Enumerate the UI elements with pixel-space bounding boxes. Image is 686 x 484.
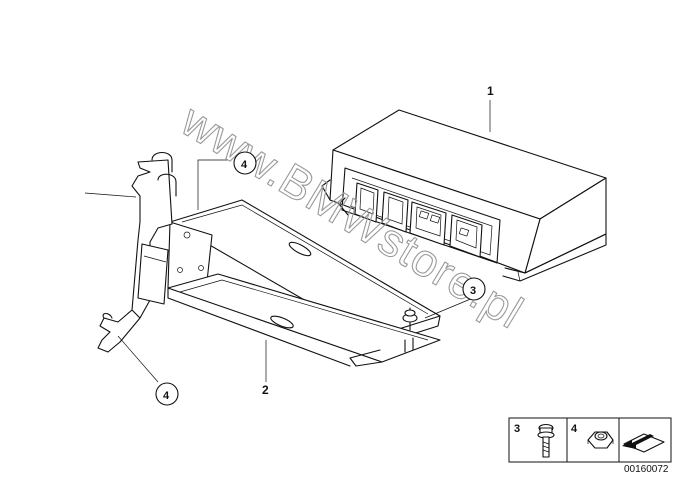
part-label-control-unit: 1 (487, 84, 494, 98)
stud-nut (402, 307, 418, 353)
connector-blocks (354, 182, 483, 258)
diagram-code: 00160072 (624, 464, 669, 475)
nut-icon (587, 431, 614, 449)
parts-legend: 3 4 00160072 (508, 417, 672, 475)
bracket[interactable] (97, 151, 441, 367)
svg-text:4: 4 (241, 159, 248, 171)
arrow-icon (622, 433, 665, 453)
callout-nut-bottom: 4 (155, 382, 179, 406)
leader-lines (84, 100, 491, 383)
legend-bolt-number: 3 (514, 423, 520, 435)
legend-nut-number: 4 (571, 423, 578, 435)
bolt-icon (537, 423, 555, 458)
callout-bolt: 3 (462, 277, 486, 301)
part-label-bracket: 2 (262, 383, 269, 397)
callout-nut-top: 4 (233, 151, 257, 175)
control-unit[interactable] (321, 109, 607, 282)
svg-text:4: 4 (163, 390, 170, 402)
svg-text:3: 3 (470, 285, 476, 297)
